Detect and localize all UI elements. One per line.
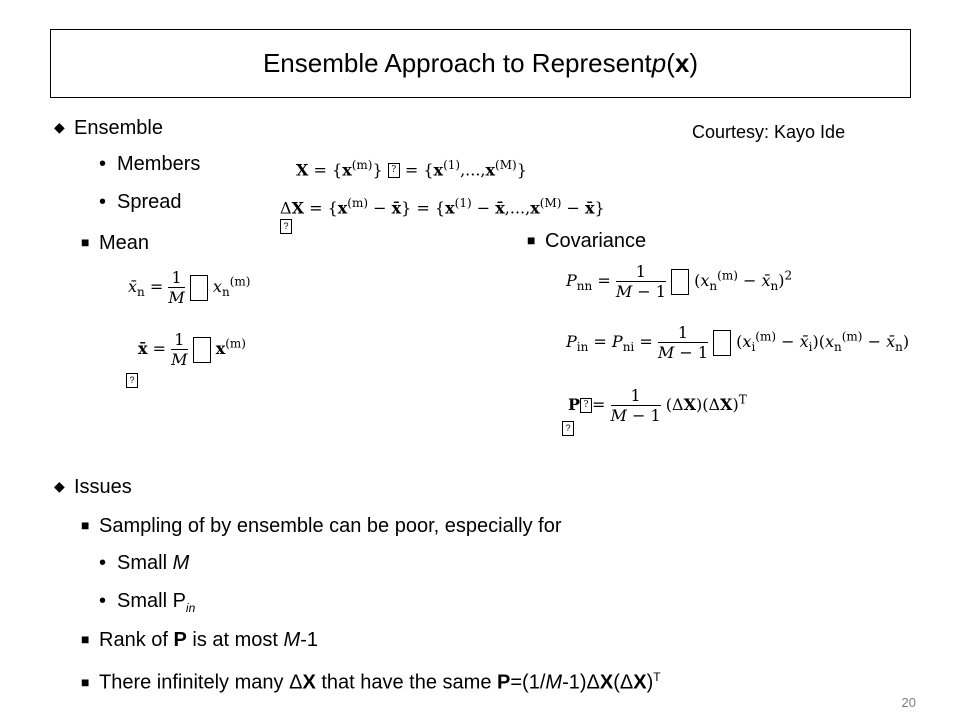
small-p-sub: in bbox=[185, 601, 196, 615]
square-bullet-icon: ■ bbox=[527, 232, 536, 248]
dot-bullet-icon: • bbox=[99, 590, 107, 612]
spread-label: Spread bbox=[117, 191, 182, 213]
bullet-infinitely: ■There infinitely many ΔX that have the … bbox=[81, 665, 661, 695]
bullet-members: • Members bbox=[99, 152, 200, 176]
issues-heading: Issues bbox=[74, 476, 132, 498]
square-bullet-icon: ■ bbox=[81, 673, 90, 690]
square-bullet-icon: ■ bbox=[81, 517, 90, 533]
covariance-label: Covariance bbox=[545, 230, 647, 252]
small-m-var: M bbox=[172, 552, 190, 574]
inf-x3: X bbox=[633, 671, 647, 694]
small-p-prefix: Small bbox=[117, 590, 173, 612]
bullet-small-p: • Small Pin bbox=[99, 589, 195, 620]
missing-glyph-icon: ? bbox=[126, 372, 138, 390]
inf-rest1: -1)Δ bbox=[562, 671, 600, 694]
title-x: x bbox=[674, 48, 690, 78]
missing-glyph-icon: ? bbox=[280, 218, 292, 236]
title-p: p bbox=[651, 48, 667, 78]
small-p-var: P bbox=[172, 590, 186, 612]
dot-bullet-icon: • bbox=[99, 191, 107, 213]
missing-glyph-icon: ? bbox=[562, 420, 574, 438]
diamond-bullet-icon: ◆ bbox=[54, 119, 65, 135]
inf-sup: T bbox=[653, 670, 661, 684]
inf-prefix: There infinitely many Δ bbox=[99, 671, 303, 694]
rank-end: -1 bbox=[300, 629, 318, 651]
bullet-ensemble: ◆ Ensemble bbox=[54, 115, 163, 140]
sampling-text: Sampling of by ensemble can be poor, esp… bbox=[99, 515, 562, 537]
rank-prefix: Rank of bbox=[99, 629, 174, 651]
bullet-issues: ◆ Issues bbox=[54, 474, 132, 499]
inf-x: X bbox=[302, 671, 316, 694]
inf-rest2: (Δ bbox=[613, 671, 634, 694]
rank-m: M bbox=[283, 629, 301, 651]
square-bullet-icon: ■ bbox=[81, 631, 90, 647]
bullet-spread: • Spread bbox=[99, 190, 182, 214]
inf-mid: that have the same bbox=[315, 671, 498, 694]
dot-bullet-icon: • bbox=[99, 153, 107, 175]
slide-title: Ensemble Approach to Represent p(x) bbox=[50, 29, 911, 98]
ensemble-heading: Ensemble bbox=[74, 117, 163, 139]
inf-p: P bbox=[497, 671, 511, 694]
spread-equation: ΔX = {x(m) − x̄} = {x(1) − x̄,...,x(M) −… bbox=[280, 196, 605, 218]
bullet-rank: ■ Rank of P is at most M-1 bbox=[81, 627, 318, 652]
rank-p: P bbox=[173, 629, 187, 651]
title-open: ( bbox=[666, 48, 675, 78]
members-label: Members bbox=[117, 153, 201, 175]
inf-m: M bbox=[545, 671, 563, 694]
title-prefix: Ensemble Approach to Represent bbox=[262, 48, 652, 78]
square-bullet-icon: ■ bbox=[81, 234, 90, 250]
page-number: 20 bbox=[901, 695, 916, 710]
diamond-bullet-icon: ◆ bbox=[54, 478, 65, 494]
bullet-mean: ■ Mean bbox=[81, 230, 149, 255]
courtesy-note: Courtesy: Kayo Ide bbox=[692, 122, 846, 142]
inf-eq: =(1/ bbox=[510, 671, 546, 694]
inf-rest3: ) bbox=[646, 671, 654, 694]
dot-bullet-icon: • bbox=[99, 552, 107, 574]
small-m-prefix: Small bbox=[117, 552, 173, 574]
rank-mid: is at most bbox=[186, 629, 284, 651]
bullet-sampling: ■ Sampling of by ensemble can be poor, es… bbox=[81, 513, 562, 538]
inf-x2: X bbox=[599, 671, 614, 694]
title-close: ) bbox=[689, 48, 699, 78]
members-equation: X = {x(m)} ? = {x(1),...,x(M)} bbox=[296, 158, 527, 180]
bullet-small-m: • Small M bbox=[99, 551, 189, 575]
bullet-covariance: ■ Covariance bbox=[527, 228, 646, 253]
mean-label: Mean bbox=[99, 232, 150, 254]
